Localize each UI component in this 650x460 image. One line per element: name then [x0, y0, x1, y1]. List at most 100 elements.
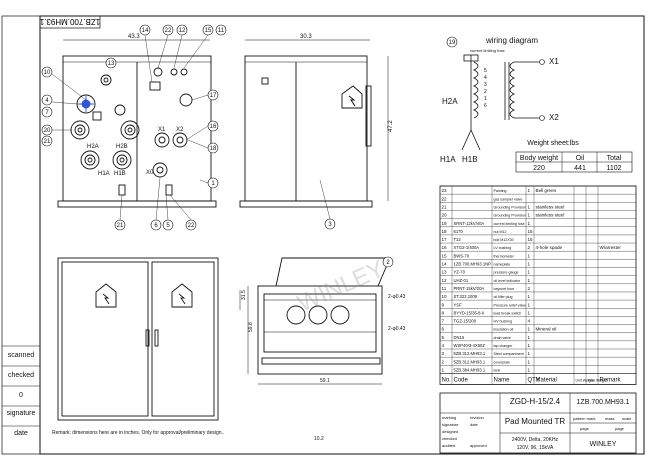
- bom-cell-qty: 2: [528, 286, 531, 291]
- bom-cell-code: 1ZB.700.MH93.1NP: [454, 262, 492, 267]
- bom-cell-code: 5ZB.384.MH93.1: [454, 367, 486, 372]
- bom-cell-qty: 2: [528, 245, 531, 250]
- title-model: ZGD-H-15/2.4: [510, 397, 561, 406]
- side-label-checked: checked: [7, 372, 35, 379]
- bom-cell-qty: 1: [528, 188, 531, 193]
- title-company: WINLEY: [590, 441, 617, 448]
- callout-15: 17: [210, 93, 217, 99]
- side-label-date: date: [14, 430, 28, 437]
- bom-cell-name: insulation oil: [494, 328, 514, 332]
- bom-cell-name: bayonet fuse: [494, 287, 515, 291]
- side-label-scanned: scanned: [7, 352, 35, 359]
- callout-20: 21: [117, 223, 124, 229]
- callout-14: 16: [210, 124, 217, 130]
- front-label-h2b: H2B: [116, 144, 128, 150]
- callout-4: 4: [45, 98, 49, 104]
- callout-10: 12: [179, 28, 186, 34]
- bom-cell-qty: 1: [528, 278, 531, 283]
- front-label-x1: X1: [158, 127, 166, 133]
- bom-cell-code: BYYD-15/35-8-II: [454, 310, 485, 315]
- bom-cell-name: load break switch: [494, 311, 522, 315]
- bom-cell-code: XRNT-12kV/40A: [454, 221, 485, 226]
- bom-cell-qty: 15: [528, 229, 534, 234]
- bom-cell-name: bolt M12X30: [494, 238, 514, 242]
- svg-text:Oil: Oil: [576, 155, 585, 162]
- bom-cell-no: 3: [442, 351, 445, 356]
- front-label-h2a: H2A: [87, 144, 99, 150]
- side-strip: [1, 15, 41, 455]
- bom-cell-no: 10: [442, 294, 448, 299]
- bom-cell-no: 8: [442, 310, 445, 315]
- plan-dim-6: 2-φ0.43: [388, 326, 406, 332]
- weight-sheet: Weight sheet:lbs Body weight Oil Total 2…: [515, 140, 633, 173]
- door-view: [57, 257, 219, 421]
- bom-header-no: No.: [442, 377, 452, 383]
- bom-cell-name: Pressure relief valve: [494, 303, 527, 307]
- bom-header-qty: QTY: [528, 377, 540, 383]
- callout-22: 22: [165, 28, 172, 34]
- bom-cell-code: WSP40/3-4X50Z: [454, 343, 486, 348]
- svg-text:designed: designed: [442, 429, 458, 434]
- svg-text:page: page: [580, 426, 590, 431]
- bom-cell-no: 16: [442, 245, 448, 250]
- callout-12: 14: [142, 28, 149, 34]
- bom-cell-remark: W/arrester: [600, 245, 622, 250]
- bom-cell-material: 4-hole spade: [536, 245, 563, 250]
- bom-cell-code: XTG2-1/400A: [454, 245, 480, 250]
- svg-text:pattern mark: pattern mark: [573, 416, 595, 421]
- front-label-h1a: H1A: [98, 171, 110, 177]
- bom-cell-no: 21: [442, 204, 448, 209]
- rotated-drawing-number: 1ZB.700.MH93.1: [39, 17, 100, 26]
- bom-cell-code: 5ZB.312.MH93.1: [454, 351, 486, 356]
- wiring-h1a: H1A: [440, 155, 456, 164]
- bom-cell-code: PRNT-15kV/20A: [454, 286, 485, 291]
- callout-18: 21: [44, 139, 51, 145]
- callout-3: 3: [328, 222, 332, 228]
- bom-cell-no: 4: [442, 343, 445, 348]
- title-spec-hv: 2400V, Delta, 20KHz: [512, 437, 559, 443]
- bom-cell-no: 15: [442, 253, 448, 258]
- bom-cell-code: YZ-70: [454, 270, 466, 275]
- svg-text:marking: marking: [442, 415, 456, 420]
- bom-cell-no: 20: [442, 213, 448, 218]
- bom-cell-name: Grounding Provision: [494, 205, 527, 209]
- bom-cell-no: 12: [442, 278, 448, 283]
- bom-cell-no: 6: [442, 327, 445, 332]
- wiring-x2: X2: [549, 113, 559, 122]
- callout-19: 19: [449, 40, 456, 46]
- bom-header-name: Name: [494, 377, 511, 383]
- bom-cell-name: gas sampler valve: [494, 197, 523, 201]
- bom-cell-name: thermometer: [494, 254, 515, 258]
- svg-text:4: 4: [484, 75, 487, 81]
- front-label-h1b: H1B: [114, 171, 126, 177]
- bom-cell-name: pressure gauge: [494, 271, 519, 275]
- svg-text:revision: revision: [470, 415, 484, 420]
- svg-text:3: 3: [484, 82, 487, 88]
- bom-cell-no: 2: [442, 359, 445, 364]
- weight-title: Weight sheet:lbs: [527, 140, 579, 147]
- callout-21: 22: [188, 223, 195, 229]
- callout-5: 5: [166, 223, 170, 229]
- plan-dim-1: 31.5: [241, 290, 247, 300]
- svg-text:audited: audited: [442, 443, 455, 448]
- callout-7: 7: [45, 110, 49, 116]
- bom-cell-name: coverplate: [494, 360, 511, 364]
- callout-9: 11: [218, 28, 225, 34]
- plan-dim-3: 59.1: [320, 378, 330, 384]
- bom-cell-qty: 1: [528, 367, 531, 372]
- bom-cell-qty: 15: [528, 237, 534, 242]
- bom-cell-name: drain valve: [494, 336, 511, 340]
- wiring-h2a: H2A: [442, 97, 458, 106]
- bom-cell-qty: 1: [528, 327, 531, 332]
- wiring-diagram: wiring diagram current limiting fuse 19 …: [440, 36, 559, 164]
- bom-cell-name: Painting: [494, 189, 507, 193]
- svg-text:5: 5: [484, 68, 487, 74]
- bom-header-material: Material: [536, 377, 557, 383]
- bom-cell-name: Grounding Provision: [494, 214, 527, 218]
- bom-cell-qty: 1: [528, 310, 531, 315]
- bom-cell-no: 14: [442, 262, 448, 267]
- svg-text:441: 441: [574, 165, 586, 172]
- bom-cell-name: oil filler plug: [494, 295, 513, 299]
